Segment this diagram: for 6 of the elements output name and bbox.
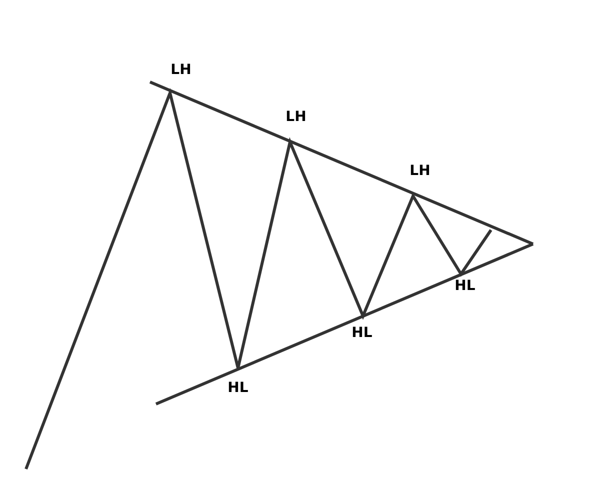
point-label: HL [454,278,476,294]
point-label: HL [228,380,248,396]
point-label: LH [286,109,306,125]
point-label: LH [410,163,430,179]
point-label: HL [352,325,372,341]
point-label: LH [170,62,192,78]
